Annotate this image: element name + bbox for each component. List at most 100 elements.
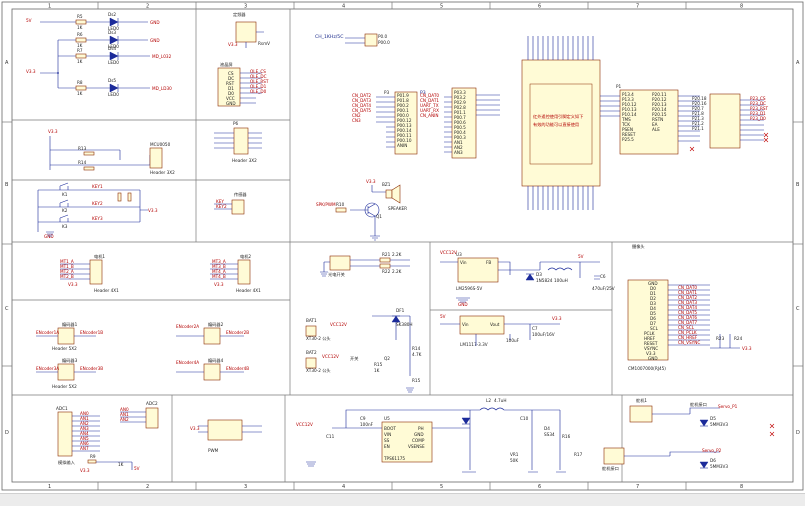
part-label: SS34 [544, 432, 555, 437]
part-label: SPEAKER [388, 206, 407, 211]
schematic-label: 2.2K [392, 252, 402, 257]
servo-block: 舵机1 Servo_P1 舵机接口 D5 5MM3V3 Servo_P2 D6 … [602, 397, 775, 472]
schematic-label: P13.4 [622, 92, 634, 97]
schematic-label: P21.3 [692, 116, 704, 121]
ref-label: R15 [412, 378, 421, 383]
schematic-label: MT3_B [212, 264, 226, 269]
ref-label: D5 [710, 416, 716, 421]
value-label: 4.7uH [494, 398, 506, 403]
net-label: VCC12V [440, 250, 457, 255]
col-label: 1 [48, 4, 51, 10]
net-label: Servo_P1 [718, 404, 738, 409]
schematic-label: ENcoder4B [226, 366, 249, 371]
buck-regulator: VCC12V U3 Vin FB LM2596S-5V 5V D3 1N5824… [440, 250, 615, 307]
schematic-label: CN3 [352, 118, 361, 123]
schematic-label: P00.7 [454, 115, 466, 120]
ref-label: R5 [77, 14, 83, 19]
part-label: LM1117-3.3V [460, 342, 488, 347]
schematic-label: CN_DAT3 [352, 98, 371, 103]
schematic-label: P00.4 [454, 130, 466, 135]
ref-label: R17 [574, 452, 583, 457]
value-label: LED0 [108, 26, 119, 31]
net-label: OLE_DC [250, 74, 267, 79]
net-label: VCC12V [296, 422, 313, 427]
pin-label: RST [226, 81, 235, 86]
row-label: C [5, 306, 9, 312]
part-label: 5MM3V3 [710, 422, 728, 427]
ref-label: BAT1 [306, 318, 317, 323]
ref-label: R8 [77, 80, 83, 85]
schematic-label: Header 5X2 [52, 384, 77, 389]
col-label: 6 [538, 484, 541, 490]
pin-label: Vout [490, 322, 500, 327]
value-label: 1K [374, 368, 380, 373]
value-label: 1K [77, 43, 83, 48]
ref-label: P6 [233, 121, 239, 126]
key-switch-block: K1 K2 K3 KEY1 KEY2 KEY3 V3.3 GND [37, 182, 158, 239]
ref-label: U3 [456, 252, 462, 257]
ref-label: DF1 [396, 308, 405, 313]
col-label: 8 [740, 4, 743, 10]
schematic-label: CN_DAT1 [678, 290, 697, 295]
ref-label: Ds3 [108, 30, 116, 35]
schematic-label: CN_DAT7 [678, 320, 697, 325]
row-label: A [796, 60, 800, 66]
push-button-icon [59, 182, 69, 222]
schematic-label: GND [648, 281, 658, 286]
schematic-label: R22 [382, 269, 391, 274]
ref-label: R10 [336, 202, 345, 207]
ref-label: ADC2 [146, 401, 158, 406]
net-label: V3.3 [68, 282, 78, 287]
schematic-label: AN2 [120, 417, 129, 422]
resistor-r7 [75, 53, 87, 59]
schematic-label: P00.11 [397, 133, 412, 138]
schematic-label: CN_DAT1 [420, 98, 439, 103]
column-labels-bottom: 1 2 3 4 5 6 7 8 [48, 482, 743, 490]
schematic-label: CN_PCLK [678, 330, 697, 335]
key-input-block: V3.3 R13 R14 MCU0050 Header 3X2 [48, 129, 175, 175]
net-label: Servo_P2 [702, 448, 722, 453]
speaker-icon [385, 184, 401, 204]
schematic-label: BOOT [384, 426, 396, 431]
mcu-left-nets: CN_DAT2 CN_DAT3 CN_DAT4 CN_DAT5 CN2 CN3 [352, 93, 371, 123]
schematic-label: ENcoder2B [226, 330, 249, 335]
part-label: XT30-2 公头 [306, 367, 331, 374]
row-label: D [796, 430, 800, 436]
part-label: Header 4X1 [94, 288, 119, 293]
net-label: V3.3 [214, 282, 224, 287]
schematic-label: AN1 [80, 416, 89, 421]
schematic-label: CN_DAT4 [352, 103, 371, 108]
schematic-label: AN6 [80, 441, 89, 446]
col-label: 4 [342, 4, 345, 10]
ref-label: P1 [616, 84, 622, 89]
schematic-label: PSEN [622, 127, 633, 132]
schematic-label: CN_VSYNC [678, 340, 700, 345]
schematic-label: CN_DAT2 [352, 93, 371, 98]
net-label: GND [44, 234, 54, 239]
schematic-label: P25.5 [622, 137, 634, 142]
net-label: GND [150, 20, 160, 25]
schematic-label: KEY3 [92, 216, 103, 221]
ref-label: D4 [544, 426, 550, 431]
mcu-right-nets: P20.11 P20.12 P20.13 P20.14 P20.15 RSTN … [652, 92, 667, 132]
mcu-right-pins: P13.4 P13.3 P10.12 P10.13 P10.14 TMS TCK… [621, 92, 637, 142]
schematic-label: P13.3 [622, 97, 634, 102]
schematic-label: CN_DAT0 [678, 285, 697, 290]
schematic-label: P23_DC [750, 101, 766, 106]
part-label: 舵机接口 [690, 401, 707, 408]
schematic-label: VSYNC [644, 346, 658, 351]
part-label: 模拟输入 [58, 459, 76, 466]
schematic-label: 2.2K [392, 269, 402, 274]
schematic-label: CN_SCL [678, 325, 695, 330]
schematic-label: P10.14 [622, 112, 637, 117]
schematic-label: CN_ANIN [420, 113, 439, 118]
schematic-label: ENcoder1B [80, 330, 103, 335]
schematic-label: R24 [734, 336, 743, 341]
value-label: 100uF/16V [532, 332, 555, 337]
part-label: TPS61175 [383, 456, 405, 461]
schematic-label: CN_DAT2 [678, 295, 697, 300]
schematic-label: HREF [644, 336, 656, 341]
col-label: 3 [244, 4, 247, 10]
encoder-connectors: 编码器1 ENcoder1A ENcoder1B Header 5X2 编码器2… [36, 321, 249, 389]
